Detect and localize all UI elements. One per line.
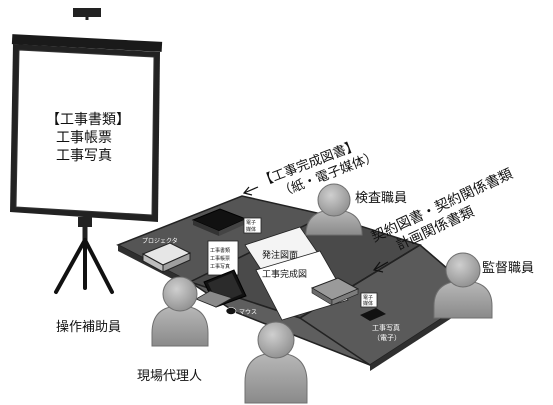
right-media-label-line-1: 電子 [363, 294, 373, 301]
mouse: マウス [225, 307, 257, 316]
right-media-label-line-2: 媒体 [363, 300, 373, 307]
drawing-papers: 発注図面 工事完成図 [244, 226, 349, 321]
laptop [195, 269, 247, 308]
screen-tripod [54, 238, 114, 294]
person-site-agent [244, 321, 308, 404]
ordering-drawing-label: 発注図面 [262, 249, 298, 261]
person-supervisor [433, 252, 493, 319]
operator-assistant-label: 操作補助員 [56, 319, 121, 335]
document-card-line-2: 工事帳票 [210, 255, 230, 262]
document-card-line-1: 工事書類 [210, 247, 230, 254]
completion-drawing-label: 工事完成図 [262, 268, 307, 280]
photo-electronic-label-line-2: （電子） [373, 334, 401, 342]
electronic-media-label-line-2: 媒体 [246, 226, 256, 233]
screen-surface [15, 49, 155, 216]
electronic-media-label-line-1: 電子 [246, 219, 256, 226]
contract-documents-book [310, 277, 360, 306]
electronic-media-box-right: 電子 媒体 工事写真 （電子） [360, 292, 401, 342]
document-card: 工事書類 工事帳票 工事写真 [207, 240, 239, 276]
projection-screen: 【工事書類】 工事帳票 工事写真 [10, 8, 163, 294]
site-agent-label: 現場代理人 [137, 369, 202, 384]
screen-line-1: 【工事書類】 [46, 112, 130, 128]
supervisor-label: 監督職員 [482, 260, 534, 276]
photo-electronic-label-line-1: 工事写真 [372, 323, 400, 332]
screen-top-bar [11, 34, 163, 52]
inspector-label: 検査職員 [355, 191, 407, 206]
screen-line-2: 工事帳票 [56, 130, 112, 146]
document-card-line-3: 工事写真 [210, 263, 230, 270]
mouse-label: マウス [239, 308, 257, 316]
electronic-media-box-back: 電子 媒体 [191, 208, 262, 236]
person-operator-assistant [151, 276, 209, 347]
person-inspector [305, 183, 363, 236]
screen-line-3: 工事写真 [56, 148, 112, 164]
screen-top-mount [73, 8, 101, 17]
projector: プロジェクタ [141, 237, 192, 273]
projector-label: プロジェクタ [142, 237, 178, 245]
